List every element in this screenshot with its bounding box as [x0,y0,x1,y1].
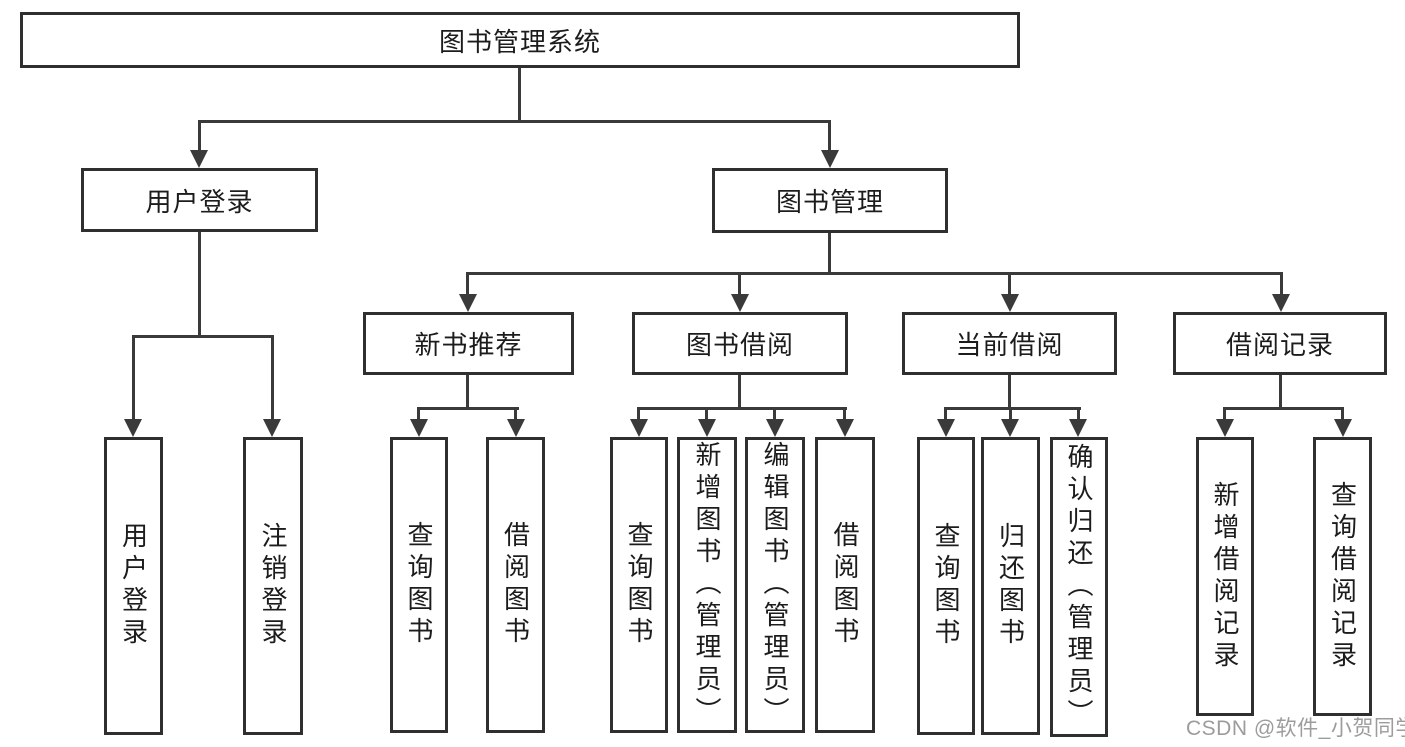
connector-line [132,335,274,338]
node-records-label: 借阅记录 [1225,330,1334,360]
node-current-label: 当前借阅 [955,330,1064,360]
leaf-borrow-query: 查询图书 [610,437,668,733]
leaf-records-query: 查询借阅记录 [1313,437,1372,716]
leaf-borrow-borrow: 借阅图书 [815,437,875,733]
node-borrow: 图书借阅 [632,312,848,375]
leaf-borrow-add-label: 新增图书（管理员） [692,441,722,729]
leaf-records-add: 新增借阅记录 [1196,437,1254,716]
node-borrow-label: 图书借阅 [685,330,794,360]
watermark: CSDN @软件_小贺同学 [1186,717,1405,740]
arrowhead-icon [1001,294,1019,312]
connector-line [637,407,847,410]
leaf-borrow-query-label: 查询图书 [624,521,654,649]
connector-line [518,68,521,120]
arrowhead-icon [190,150,208,168]
arrowhead-icon [937,419,955,437]
connector-line [514,407,517,423]
leaf-user-login-label: 用户登录 [118,522,149,650]
arrowhead-icon [459,294,477,312]
leaf-newbook-borrow: 借阅图书 [486,437,545,733]
connector-line [1008,272,1011,298]
node-new-book: 新书推荐 [363,312,574,375]
node-user-login: 用户登录 [81,168,318,232]
connector-line [1223,407,1226,423]
leaf-records-query-label: 查询借阅记录 [1327,480,1358,673]
connector-line [198,232,201,335]
connector-line [738,375,741,407]
arrowhead-icon [124,419,142,437]
leaf-newbook-query: 查询图书 [390,437,448,733]
leaf-newbook-query-label: 查询图书 [404,521,434,649]
connector-line [944,407,947,423]
connector-line [828,120,831,154]
connector-line [944,407,1081,410]
arrowhead-icon [1216,419,1234,437]
arrowhead-icon [410,419,428,437]
leaf-records-add-label: 新增借阅记录 [1210,480,1240,673]
arrowhead-icon [507,419,525,437]
leaf-current-confirm-label: 确认归还（管理员） [1064,443,1094,731]
connector-line [466,272,469,298]
connector-line [1279,375,1282,407]
connector-line [738,272,741,298]
connector-line [466,375,469,407]
arrowhead-icon [1334,419,1352,437]
node-book-mgmt: 图书管理 [712,168,948,233]
connector-line [271,335,274,421]
connector-line [773,407,776,423]
connector-line [705,407,708,423]
connector-line [417,407,420,423]
leaf-user-login: 用户登录 [104,437,163,735]
node-book-mgmt-label: 图书管理 [775,187,884,217]
node-records: 借阅记录 [1173,312,1387,375]
leaf-current-query-label: 查询图书 [931,522,961,650]
leaf-borrow-edit: 编辑图书（管理员） [745,437,805,733]
node-root: 图书管理系统 [20,12,1020,68]
connector-line [198,120,831,123]
arrowhead-icon [698,419,716,437]
arrowhead-icon [263,419,281,437]
connector-line [1223,407,1344,410]
leaf-current-return-label: 归还图书 [995,522,1026,650]
arrowhead-icon [836,419,854,437]
node-new-book-label: 新书推荐 [414,330,523,360]
connector-line [637,407,640,423]
leaf-borrow-borrow-label: 借阅图书 [830,521,860,649]
leaf-current-confirm: 确认归还（管理员） [1050,437,1108,737]
connector-line [198,120,201,154]
arrowhead-icon [1069,419,1087,437]
arrowhead-icon [731,294,749,312]
arrowhead-icon [766,419,784,437]
arrowhead-icon [1001,419,1019,437]
leaf-current-return: 归还图书 [981,437,1040,735]
connector-line [132,335,135,421]
arrowhead-icon [821,150,839,168]
connector-line [1008,375,1011,407]
node-current: 当前借阅 [902,312,1117,375]
connector-line [1009,407,1012,423]
connector-line [1280,272,1283,298]
connector-line [1077,407,1080,423]
connector-line [466,272,1283,275]
leaf-logout-label: 注销登录 [258,522,288,650]
node-root-label: 图书管理系统 [438,26,601,57]
arrowhead-icon [630,419,648,437]
leaf-newbook-borrow-label: 借阅图书 [500,521,531,649]
node-user-login-label: 用户登录 [145,186,254,217]
arrowhead-icon [1272,294,1290,312]
connector-line [828,233,831,272]
leaf-borrow-edit-label: 编辑图书（管理员） [760,441,790,729]
leaf-borrow-add: 新增图书（管理员） [677,437,737,733]
leaf-logout: 注销登录 [243,437,303,735]
connector-line [1341,407,1344,423]
connector-line [843,407,846,423]
leaf-current-query: 查询图书 [917,437,975,735]
connector-line [417,407,519,410]
